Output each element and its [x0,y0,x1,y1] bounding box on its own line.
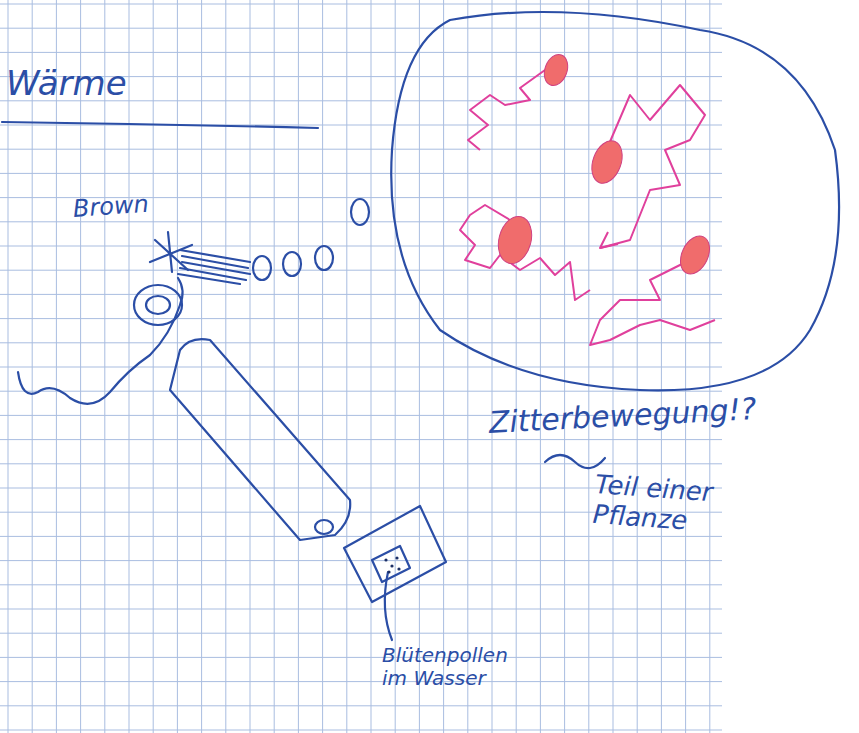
slide [344,506,446,602]
sample [372,546,410,582]
underline [2,122,318,128]
eye [134,285,182,325]
motion-paths [460,70,715,345]
magnified-view [391,12,839,390]
cable [18,278,183,404]
pupil [146,296,170,314]
pollen-particles [493,51,715,278]
caption-note: Blütenpollen im Wasser [382,644,532,690]
rays [178,250,250,284]
microscope-tube [170,339,350,540]
particle [283,252,301,276]
particle [351,199,369,225]
graph-paper [0,0,722,733]
leader-line [385,572,392,640]
particle [315,246,333,270]
particle [253,256,271,280]
observation-note: Zitterbewegung!? [488,392,757,440]
note: Teil einer Pflanze [592,470,786,543]
scientist-name: Brown [72,191,150,224]
heading: Wärme [6,64,127,103]
sample-dots [384,556,400,573]
leader-line [545,455,605,468]
objective [315,520,333,534]
